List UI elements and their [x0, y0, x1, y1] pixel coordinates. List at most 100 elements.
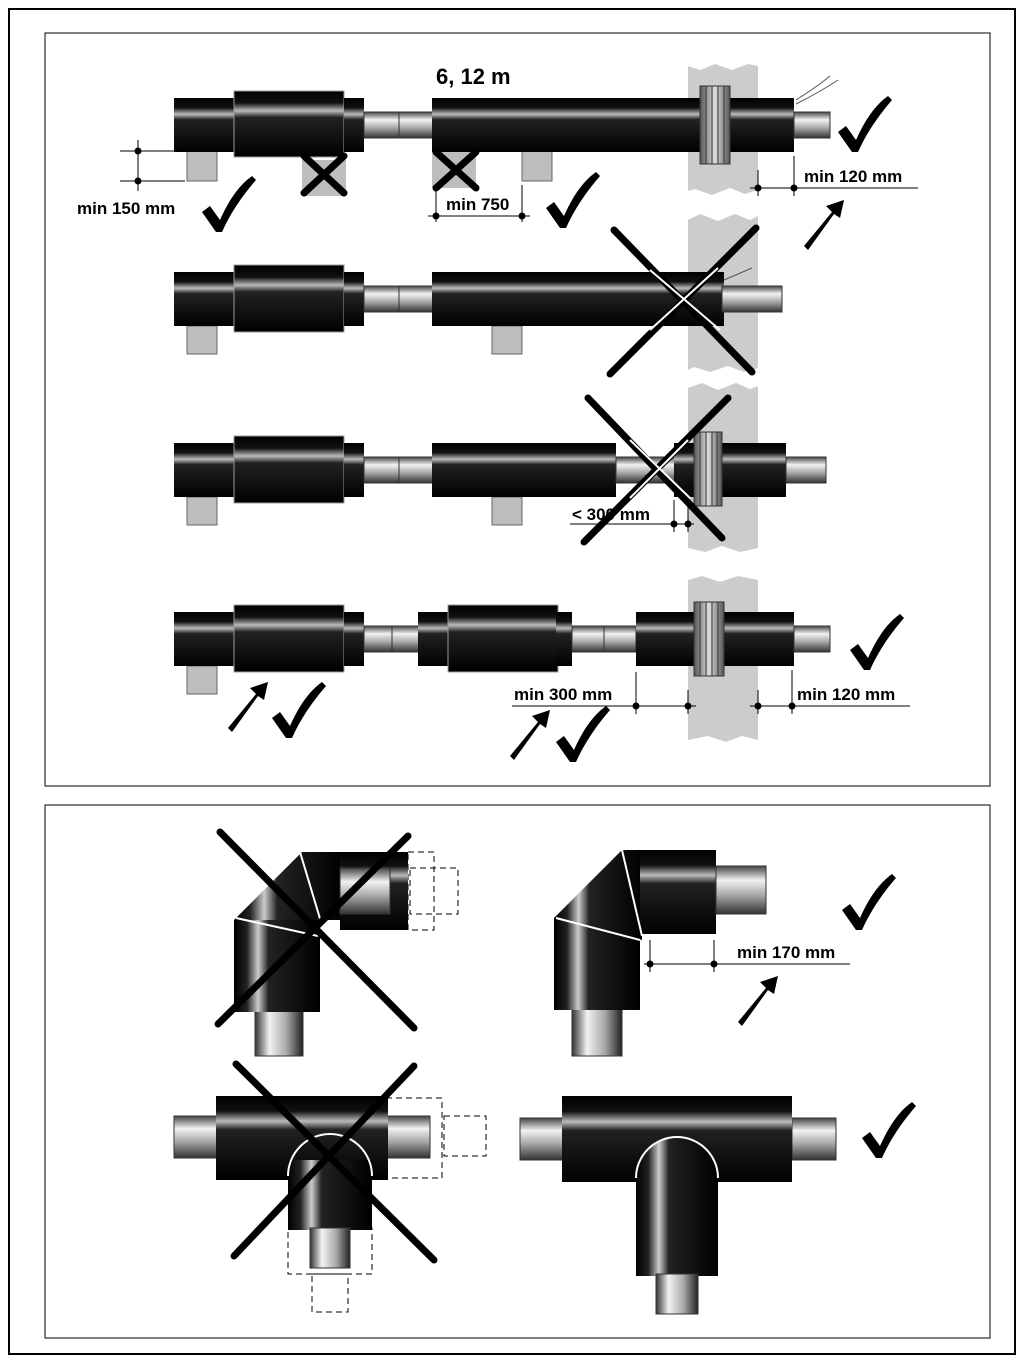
steel-pipe [173, 1115, 219, 1159]
check-mark [850, 614, 904, 670]
elbow-bend [554, 850, 642, 940]
big-cross-mark [580, 394, 732, 546]
check-mark [842, 874, 896, 930]
arrow-icon [510, 710, 550, 760]
steel-pipe [385, 1115, 431, 1159]
pipe-jacket [418, 612, 450, 666]
check-mark [862, 1102, 916, 1158]
arrow-icon [228, 682, 268, 732]
dimension-label: min 120 mm [797, 685, 895, 704]
pipe-jacket [432, 272, 724, 326]
pipe-jacket [344, 98, 364, 152]
tee-incorrect [173, 1060, 487, 1313]
support-block [521, 150, 553, 182]
dimension-label: min 150 mm [77, 199, 175, 218]
wall-seal-ring [693, 601, 725, 677]
pipe-jacket [174, 443, 236, 497]
support-block [491, 325, 523, 355]
pipe-jacket [636, 1176, 718, 1276]
check-mark [838, 96, 892, 152]
support-block [186, 150, 218, 182]
dimension-label: < 300 mm [572, 505, 650, 524]
steel-pipe [519, 1117, 565, 1161]
pipe-jacket [344, 612, 364, 666]
pipe-jacket [432, 98, 794, 152]
pipe-jacket [432, 443, 616, 497]
dimension-min-300 [512, 672, 696, 714]
top-panel-border [44, 32, 991, 787]
pipe-jacket [344, 272, 364, 326]
dimension-min-120 [750, 156, 918, 196]
dashed-outline [443, 1115, 487, 1157]
dimension-min-170 [644, 940, 850, 972]
bottom-panel-border [44, 804, 991, 1339]
elbow-correct [554, 849, 767, 1057]
steel-pipe [793, 111, 831, 139]
wall-seal-ring [693, 431, 723, 507]
arrow-icon [738, 976, 778, 1026]
joint-sleeve [233, 435, 345, 504]
alarm-wire [795, 79, 839, 105]
big-cross-mark [230, 1060, 438, 1264]
steel-pipe [791, 1117, 837, 1161]
dimension-label: min 120 mm [804, 167, 902, 186]
alarm-wire [723, 267, 753, 281]
dimension-min-150 [120, 140, 185, 191]
support-block [186, 325, 218, 355]
wall-seal-ring [699, 85, 731, 165]
cross-mark [432, 148, 480, 192]
joint-sleeve [233, 604, 345, 673]
check-mark [556, 706, 610, 762]
pipe-length-label: 6, 12 m [436, 64, 511, 89]
support-block [491, 496, 523, 526]
support-block [186, 665, 218, 695]
pipe-jacket [556, 612, 572, 666]
joint-sleeve [233, 90, 345, 158]
joint-sleeve [447, 604, 559, 673]
check-mark [272, 682, 326, 738]
dimension-label: min 170 mm [737, 943, 835, 962]
pipe-jacket [174, 272, 236, 326]
check-mark [202, 176, 256, 232]
dimension-label: min 750 [446, 195, 509, 214]
tee-correct [519, 1096, 837, 1315]
pipe-row-3 [174, 394, 827, 546]
pipe-jacket [174, 612, 236, 666]
dimension-min-750 [428, 185, 530, 222]
cross-highlight [629, 439, 691, 499]
steel-pipe [715, 865, 767, 915]
cross-mark [300, 152, 348, 197]
outer-border [8, 8, 1016, 1355]
steel-pipe [254, 1009, 304, 1057]
steel-pipe [309, 1227, 351, 1269]
support-block [186, 496, 218, 526]
arrow-icon [804, 200, 844, 250]
joint-lines [555, 849, 643, 941]
joint-lines [287, 1133, 373, 1177]
steel-pipe [721, 285, 783, 313]
dashed-outline [311, 1273, 349, 1313]
steel-pipe [571, 1007, 623, 1057]
tee-branch-joint [635, 1136, 719, 1179]
dashed-outline [409, 867, 459, 915]
check-mark [546, 172, 600, 228]
pipe-jacket [174, 98, 236, 152]
dimension-label: min 300 mm [514, 685, 612, 704]
alarm-wire [795, 75, 831, 101]
dashed-outline [407, 851, 435, 931]
pipe-jacket [344, 443, 364, 497]
elbow-incorrect [214, 828, 459, 1057]
joint-sleeve [233, 264, 345, 333]
pipe-jacket [288, 1160, 372, 1230]
steel-pipe [793, 625, 831, 653]
dimension-min-120 [750, 670, 910, 714]
pipe-jacket [674, 443, 786, 497]
pipe-jacket [640, 850, 716, 934]
steel-pipe [785, 456, 827, 484]
steel-pipe [655, 1273, 699, 1315]
pipe-row-2 [174, 224, 783, 378]
cross-highlight [649, 267, 721, 331]
big-cross-mark [214, 828, 418, 1032]
